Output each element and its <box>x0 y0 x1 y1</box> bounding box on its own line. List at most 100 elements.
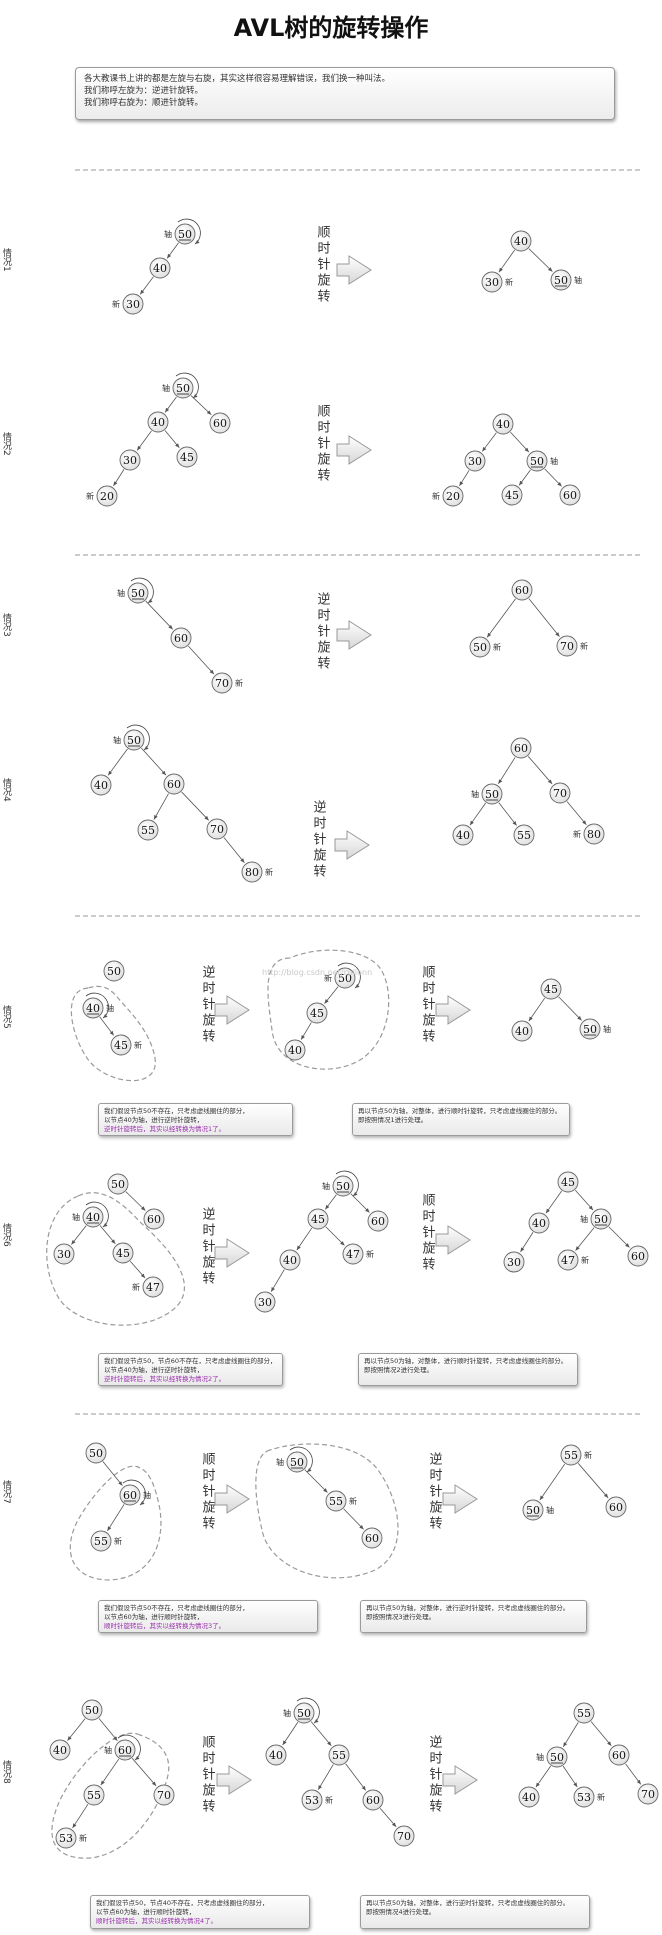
tree-edge <box>67 1718 86 1741</box>
rotation-arrow-icon <box>442 1484 478 1514</box>
node-value: 60 <box>514 742 528 755</box>
new-tag: 新 <box>114 1536 122 1546</box>
tree-node <box>254 1291 276 1313</box>
tree-node <box>265 1744 287 1766</box>
node-value: 60 <box>123 1489 137 1502</box>
tree-edge <box>145 600 173 630</box>
new-tag: 新 <box>366 1249 374 1259</box>
tree-edge <box>131 1758 157 1787</box>
axis-tag: 轴 <box>106 1003 114 1013</box>
case5-note-left: 我们假设节点50不存在，只考虑虚线圈住的部分， 以节点40为轴，进行逆时针旋转，… <box>98 1103 293 1136</box>
tree-node <box>481 271 503 293</box>
node-value: 55 <box>329 1495 343 1508</box>
tree-edge <box>99 1016 115 1036</box>
case6-note-right: 再以节点50为轴，对整体，进行顺时针旋转，只考虑虚线圈住的部分。 即按照情况2进… <box>358 1353 578 1386</box>
tree-edge <box>566 801 587 826</box>
tree-node <box>306 1002 328 1024</box>
tree-edge <box>527 756 553 785</box>
node-value: 30 <box>468 455 482 468</box>
dashed-region <box>69 1465 162 1581</box>
tree-edge <box>590 1721 612 1747</box>
node-value: 50 <box>583 1023 597 1036</box>
tree-edge <box>71 1225 87 1245</box>
tree-edge <box>608 1226 630 1248</box>
case7-note-right: 再以节点50为轴，对整体，进行逆时针旋转，只考虑虚线圈住的部分。 即按照情况3进… <box>360 1600 587 1633</box>
dashed-region <box>267 949 390 1070</box>
rotation-direction-text: 顺时针旋转 <box>200 1735 216 1815</box>
node-value: 50 <box>526 1504 540 1517</box>
node-value: 50 <box>485 788 499 801</box>
node-value: 60 <box>213 417 227 430</box>
tree-node <box>90 774 112 796</box>
tree-node <box>367 1210 389 1232</box>
tree-edge <box>325 1226 345 1246</box>
rotation-curl-icon <box>85 992 109 1019</box>
tree-node <box>107 1173 129 1195</box>
axis-tag: 轴 <box>580 1214 588 1224</box>
node-value: 30 <box>126 298 140 311</box>
node-value: 60 <box>612 1749 626 1762</box>
tree-node <box>103 960 125 982</box>
tree-node <box>49 1739 71 1761</box>
node-value: 30 <box>485 276 499 289</box>
node-value: 60 <box>631 1250 645 1263</box>
node-value: 70 <box>157 1789 171 1802</box>
tree-node <box>464 450 486 472</box>
new-tag: 新 <box>324 973 332 983</box>
node-value: 30 <box>507 1256 521 1269</box>
tree-edge <box>486 598 516 638</box>
case6-note-left: 我们假设节点50，节点60不存在，只考虑虚线圈住的部分， 以节点40为轴，进行逆… <box>98 1353 283 1386</box>
tree-node <box>452 824 474 846</box>
node-value: 70 <box>215 677 229 690</box>
tree-edge <box>469 802 486 826</box>
node-value: 40 <box>522 1791 536 1804</box>
node-value: 30 <box>57 1248 71 1261</box>
tree-node <box>442 485 464 507</box>
node-value: 50 <box>127 734 141 747</box>
node-value: 55 <box>141 824 155 837</box>
node-value: 45 <box>310 1007 324 1020</box>
node-value: 50 <box>473 641 487 654</box>
node-value: 50 <box>131 587 145 600</box>
tree-edge <box>296 1227 313 1251</box>
rotation-curl-icon <box>296 1697 320 1724</box>
tree-node <box>172 377 194 399</box>
node-value: 50 <box>290 1456 304 1469</box>
rotation-direction-text: 逆时针旋转 <box>427 1734 443 1815</box>
intro-box: 各大教课书上讲的都是左旋与右旋，其实这样很容易理解错误，我们换一种叫法。 我们称… <box>75 67 615 120</box>
tree-node <box>528 1212 550 1234</box>
node-value: 20 <box>100 490 114 503</box>
rotation-arrow-icon <box>336 620 372 650</box>
tree-edge <box>562 1722 579 1747</box>
node-value: 45 <box>180 451 194 464</box>
rotation-arrow-icon <box>442 1765 478 1795</box>
node-value: 70 <box>397 1830 411 1843</box>
axis-tag: 轴 <box>162 383 170 393</box>
rotation-direction-text: 顺时针旋转 <box>420 1193 436 1273</box>
tree-node <box>549 782 571 804</box>
tree-edge <box>498 757 516 785</box>
tree-node <box>511 579 533 601</box>
tree-edge <box>545 1190 562 1214</box>
tree-edge <box>577 1463 609 1499</box>
axis-tag: 轴 <box>550 456 558 466</box>
node-value: 80 <box>245 866 259 879</box>
node-value: 30 <box>123 454 137 467</box>
tree-node <box>513 824 535 846</box>
tree-node <box>301 1789 323 1811</box>
axis-tag: 轴 <box>536 1752 544 1762</box>
tree-node <box>361 1527 383 1549</box>
tree-node <box>540 978 562 1000</box>
rotation-arrow-icon <box>435 1225 471 1255</box>
tree-edge <box>129 1260 146 1279</box>
new-tag: 新 <box>580 641 588 651</box>
tree-edge <box>343 1508 364 1530</box>
new-tag: 新 <box>112 299 120 309</box>
node-value: 40 <box>515 1025 529 1038</box>
tree-node <box>560 1444 582 1466</box>
tree-edge <box>223 837 245 863</box>
page-title: AVL树的旋转操作 <box>233 14 429 42</box>
tree-node <box>114 1739 136 1761</box>
node-value: 60 <box>365 1532 379 1545</box>
node-value: 40 <box>153 262 167 275</box>
